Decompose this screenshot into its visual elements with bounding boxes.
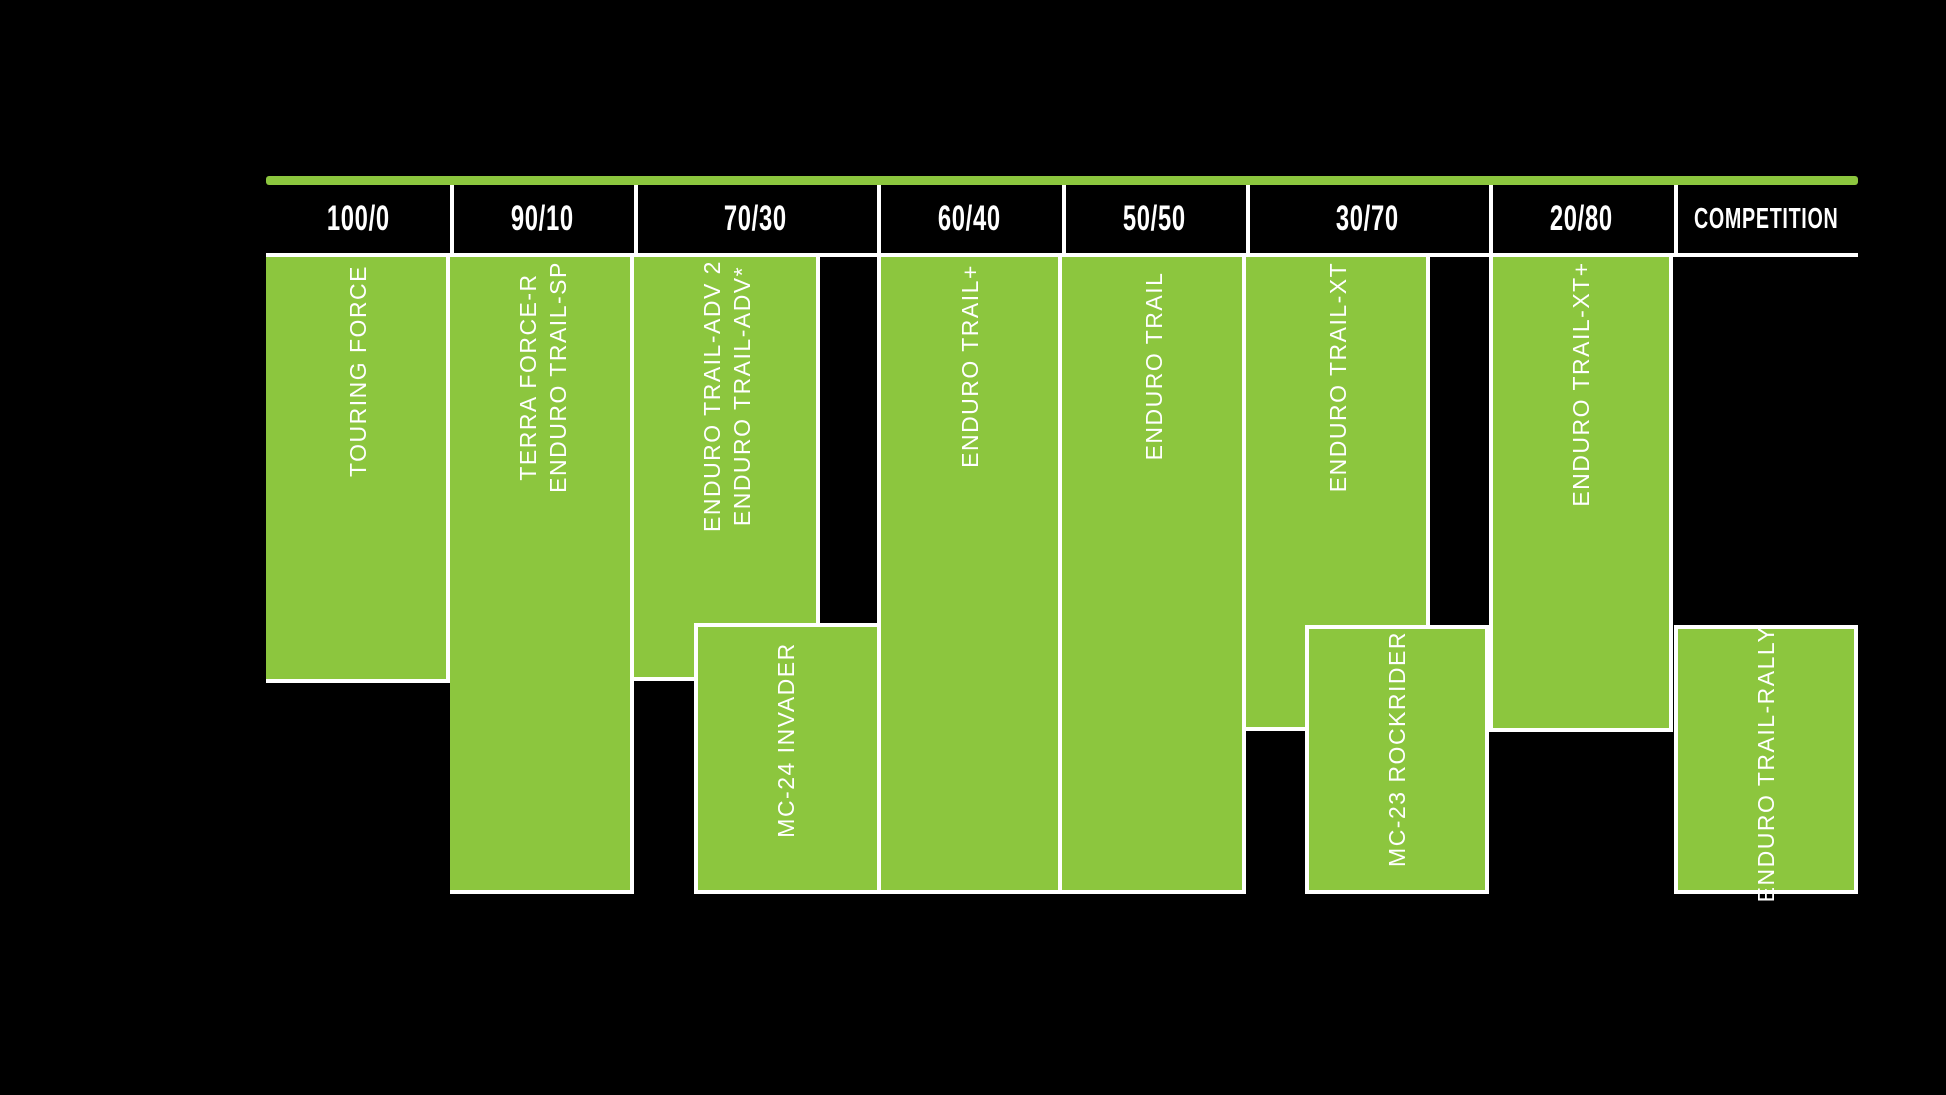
header-cell-100-0: 100/0 <box>266 185 454 253</box>
header-cell-competition: COMPETITION <box>1674 185 1858 253</box>
product-block-touring-force <box>266 253 450 683</box>
product-label-enduro-trail-plus: ENDURO TRAIL+ <box>957 264 983 468</box>
top-accent-bar <box>266 176 1858 185</box>
product-block-terra-force-r <box>450 253 634 894</box>
product-label-terra-force-r: TERRA FORCE-R ENDURO TRAIL-SP <box>515 261 571 493</box>
product-block-enduro-trail-plus <box>877 253 1062 894</box>
header-label: 60/40 <box>938 199 1001 238</box>
product-label-mc-24-invader: MC-24 INVADER <box>773 642 799 838</box>
product-label-touring-force: TOURING FORCE <box>345 264 371 478</box>
header-label: COMPETITION <box>1693 202 1839 235</box>
header-label: 30/70 <box>1336 199 1399 238</box>
product-label-enduro-trail-adv: ENDURO TRAIL-ADV 2 ENDURO TRAIL-ADV* <box>699 260 755 532</box>
header-cell-30-70: 30/70 <box>1246 185 1493 253</box>
header-cell-50-50: 50/50 <box>1062 185 1250 253</box>
product-block-enduro-trail-xt-plus <box>1489 253 1673 732</box>
header-cell-70-30: 70/30 <box>634 185 881 253</box>
header-label: 70/30 <box>724 199 787 238</box>
product-label-enduro-trail-rally: ENDURO TRAIL-RALLY <box>1753 625 1779 903</box>
product-block-enduro-trail <box>1062 253 1246 894</box>
header-cell-90-10: 90/10 <box>450 185 638 253</box>
product-label-enduro-trail-xt-plus: ENDURO TRAIL-XT+ <box>1568 261 1594 507</box>
header-label: 90/10 <box>510 199 574 238</box>
product-block-mc-23-rockrider <box>1305 625 1489 894</box>
header-cell-60-40: 60/40 <box>877 185 1066 253</box>
header-label: 100/0 <box>326 199 390 238</box>
product-block-mc-24-invader <box>694 623 877 894</box>
product-label-mc-23-rockrider: MC-23 ROCKRIDER <box>1384 631 1410 867</box>
product-label-enduro-trail-xt: ENDURO TRAIL-XT <box>1325 261 1351 493</box>
product-block-enduro-trail-adv <box>634 253 820 681</box>
header-label: 20/80 <box>1550 199 1613 238</box>
header-label: 50/50 <box>1122 199 1186 238</box>
header-cell-20-80: 20/80 <box>1489 185 1678 253</box>
product-label-enduro-trail: ENDURO TRAIL <box>1141 271 1167 461</box>
product-block-enduro-trail-rally <box>1674 625 1858 894</box>
